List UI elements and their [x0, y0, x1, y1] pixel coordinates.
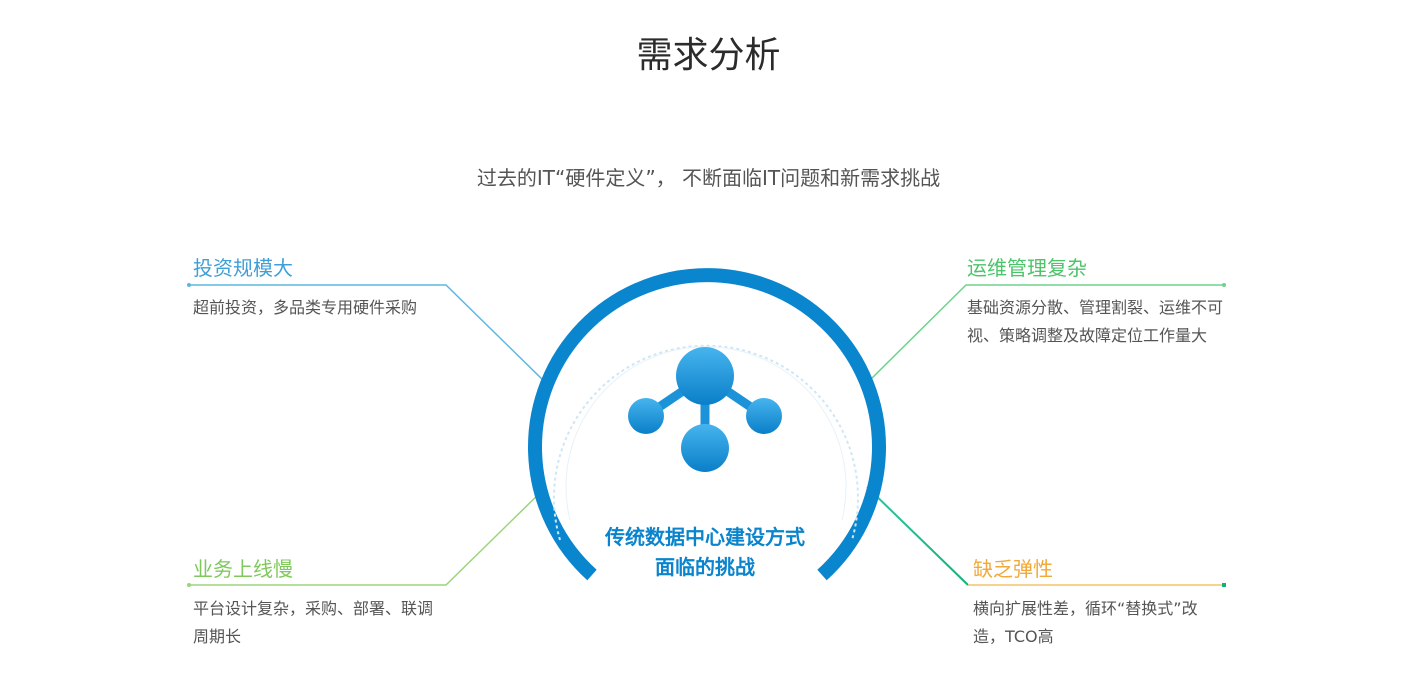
connector-dot-bottom-right	[1222, 583, 1226, 587]
desc-operations-line2: 视、策略调整及故障定位工作量大	[967, 326, 1208, 345]
desc-elasticity-line1: 横向扩展性差，循环“替换式”改	[973, 599, 1198, 618]
page-subtitle: 过去的IT“硬件定义”， 不断面临IT问题和新需求挑战	[476, 166, 941, 190]
connector-bottom-right-diag	[866, 486, 969, 586]
heading-elasticity: 缺乏弹性	[973, 557, 1053, 581]
desc-investment: 超前投资，多品类专用硬件采购	[193, 298, 418, 317]
page-title: 需求分析	[636, 35, 781, 76]
desc-operations-line1: 基础资源分散、管理割裂、运维不可	[967, 298, 1224, 317]
center-label-line2: 面临的挑战	[655, 555, 755, 579]
center-label-line1: 传统数据中心建设方式	[605, 525, 805, 549]
center-label: 传统数据中心建设方式 面临的挑战	[580, 522, 830, 582]
connector-dot-top-left	[187, 283, 191, 287]
network-nodes-icon	[628, 347, 782, 472]
desc-launch: 平台设计复杂，采购、部署、联调 周期长	[193, 595, 433, 651]
connector-bottom-left	[189, 486, 547, 586]
heading-investment: 投资规模大	[193, 256, 293, 280]
desc-launch-line2: 周期长	[193, 627, 242, 646]
desc-operations: 基础资源分散、管理割裂、运维不可 视、策略调整及故障定位工作量大	[967, 294, 1223, 350]
connector-dot-bottom-left	[187, 583, 191, 587]
connector-dot-top-right	[1222, 283, 1226, 287]
desc-elasticity-line2: 造，TCO高	[973, 627, 1054, 646]
heading-launch: 业务上线慢	[193, 557, 293, 581]
desc-launch-line1: 平台设计复杂，采购、部署、联调	[193, 599, 434, 618]
desc-elasticity: 横向扩展性差，循环“替换式”改 造，TCO高	[973, 595, 1198, 651]
connector-top-left	[189, 284, 547, 384]
connector-top-right	[866, 284, 1224, 384]
heading-operations: 运维管理复杂	[967, 256, 1087, 280]
central-ring	[528, 268, 886, 581]
